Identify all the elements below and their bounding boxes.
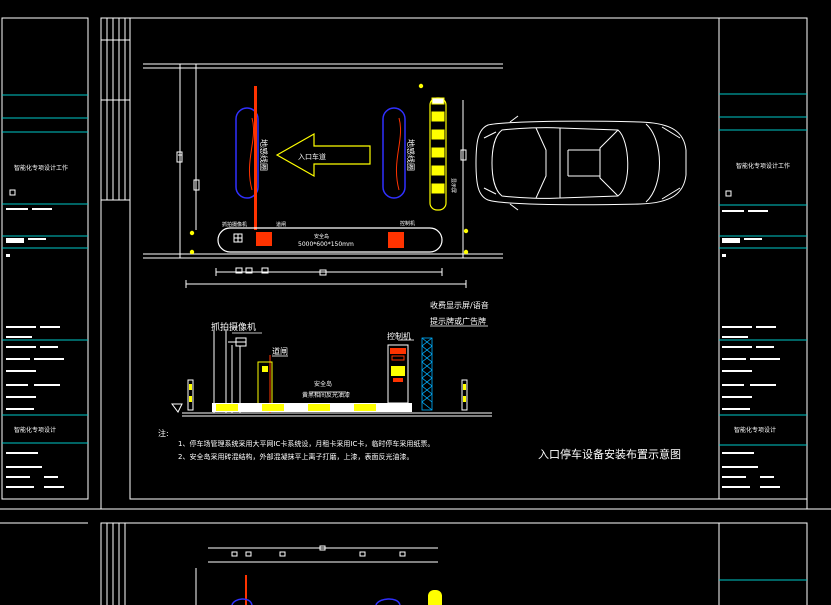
plan-barrier-label: 道闸 <box>276 221 286 228</box>
elev-display-label-2: 提示牌或广告牌 <box>430 316 486 326</box>
lane-direction-label: 入口车道 <box>298 152 326 161</box>
ground-loop-right <box>382 107 406 199</box>
notes-block: 注: 1、停车场管理系统采用大平网IC卡系统设，月租卡采用IC卡，临时停车采用纸… <box>158 428 434 461</box>
elev-island-label-2: 黄黑相间反光油漆 <box>302 391 350 399</box>
safety-island-elevation <box>212 403 412 412</box>
elevation-view: 抓拍摄像机 道闸 控制机 收费显示屏/语音 提示牌或广告牌 安全岛 黄黑相间反光… <box>171 300 492 417</box>
notes-line-1: 1、停车场管理系统采用大平网IC卡系统设，月租卡采用IC卡，临时停车采用纸票。 <box>178 439 434 448</box>
plan-controller-label: 控制机 <box>400 220 415 227</box>
ground-loop-left <box>235 107 259 199</box>
island-small-label: 安全岛 <box>314 233 329 240</box>
drawing-title: 入口停车设备安装布置示意图 <box>538 447 681 461</box>
second-sheet-preview <box>0 522 807 605</box>
display-side-label: 显示屏 <box>450 178 456 193</box>
left-title-label-2: 智能化专项设计 <box>14 426 56 434</box>
right-title-label-2: 智能化专项设计 <box>734 426 776 434</box>
island-dimensions: 5000*600*150mm <box>298 241 354 248</box>
display-board-plan <box>429 97 447 211</box>
left-title-block: 智能化专项设计工作 智能化专项设计 <box>1 17 89 500</box>
notes-line-2: 2、安全岛采用砖混结构，外部混凝抹平上离子打磨，上漆，表面反光油漆。 <box>178 452 413 461</box>
ground-loop-right-label: 地感线圈 <box>406 139 416 171</box>
elev-controller-label: 控制机 <box>387 331 411 341</box>
notes-heading: 注: <box>158 428 169 438</box>
left-title-label: 智能化专项设计工作 <box>14 164 68 172</box>
display-tower-elevation <box>421 337 433 411</box>
right-title-label: 智能化专项设计工作 <box>736 162 790 170</box>
elev-island-label-1: 安全岛 <box>314 380 332 388</box>
lane-direction-arrow <box>275 132 371 178</box>
elev-camera-label: 抓拍摄像机 <box>211 321 256 333</box>
plan-camera-label: 抓拍摄像机 <box>222 221 247 228</box>
elev-barrier-label: 道闸 <box>272 346 288 356</box>
controller-elevation <box>387 344 409 404</box>
elev-display-label-1: 收费显示屏/语音 <box>430 300 489 310</box>
left-margin-strips <box>101 18 130 605</box>
plan-view: 入口车道 地感线圈 地感线圈 显示屏 安全岛 5000*600*150mm <box>143 63 503 288</box>
ground-loop-left-label: 地感线圈 <box>259 139 269 171</box>
car-top-view <box>475 115 687 211</box>
safety-island-plan <box>217 227 443 253</box>
right-title-block: 智能化专项设计工作 智能化专项设计 <box>718 17 808 500</box>
